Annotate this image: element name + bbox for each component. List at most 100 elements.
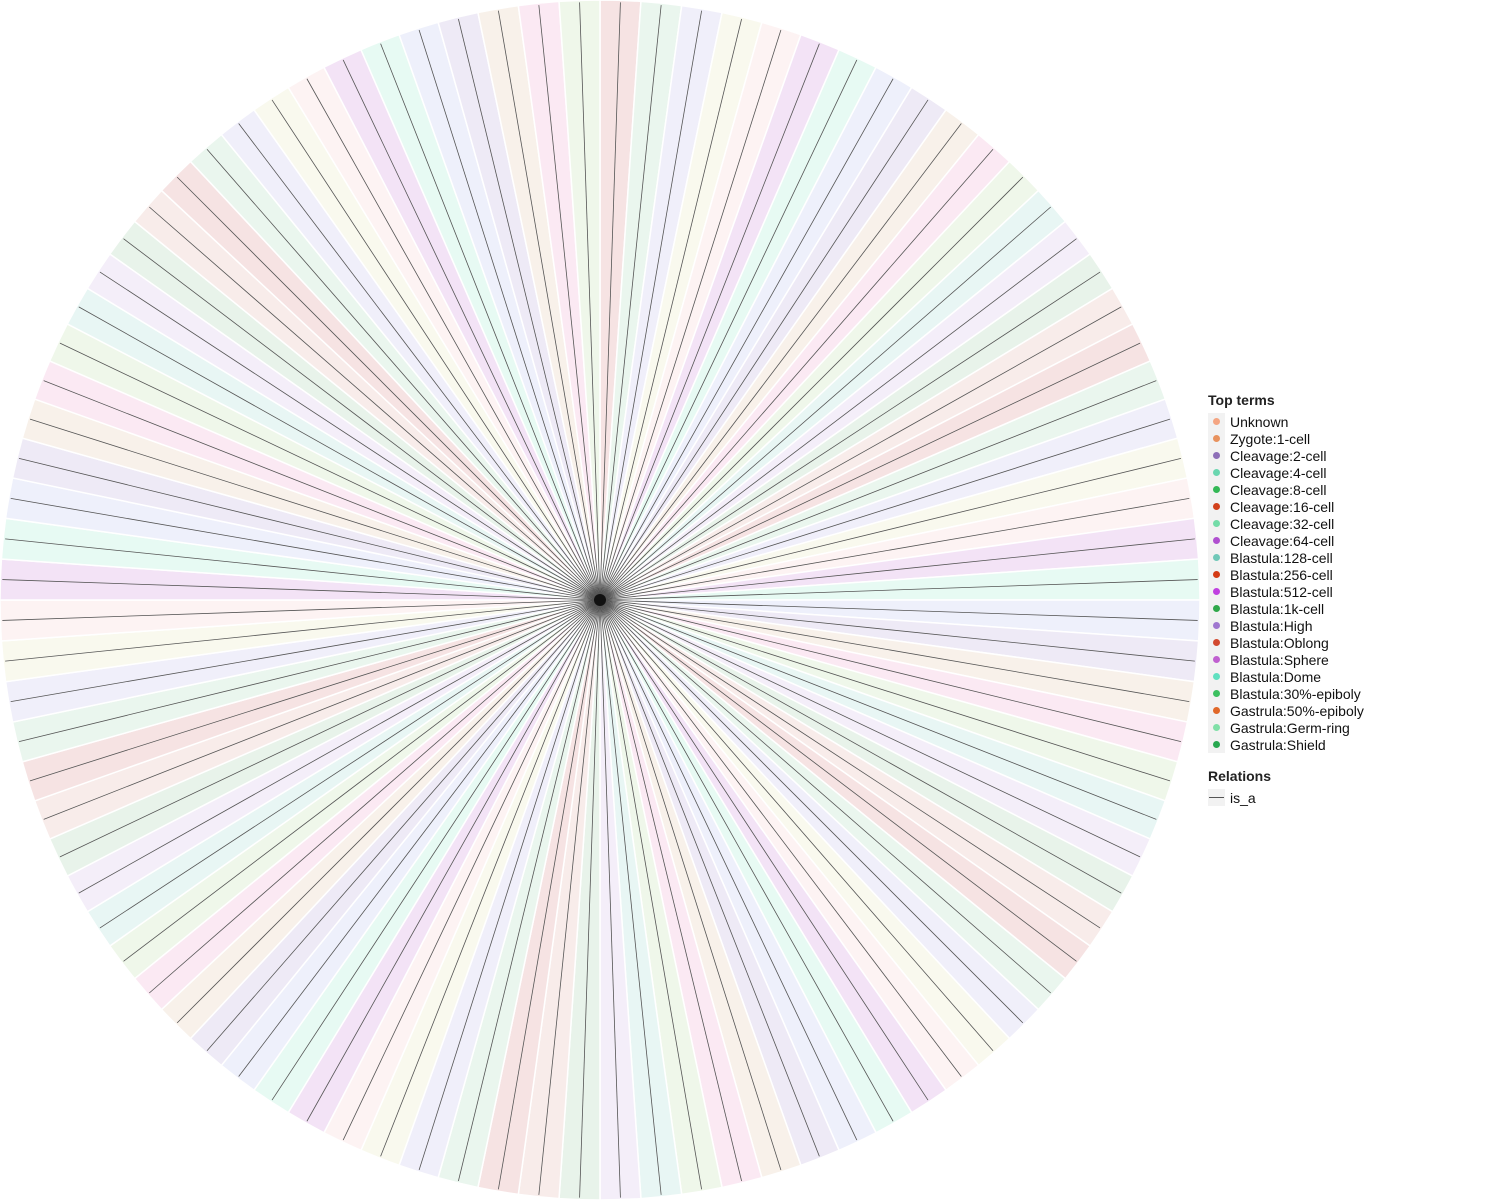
is-a-edge bbox=[599, 123, 962, 601]
is-a-edge bbox=[29, 418, 601, 601]
legend-dot-icon bbox=[1213, 724, 1220, 731]
legend-dot-icon bbox=[1213, 605, 1220, 612]
is-a-edge bbox=[599, 599, 621, 1198]
is-a-edge bbox=[5, 599, 601, 662]
is-a-edge bbox=[538, 599, 601, 1195]
is-a-edge bbox=[10, 497, 601, 601]
is-a-edge bbox=[599, 458, 1182, 601]
is-a-edge bbox=[206, 599, 601, 1051]
is-a-edge bbox=[5, 538, 601, 601]
is-a-edge bbox=[599, 306, 1122, 601]
is-a-edge bbox=[579, 599, 601, 1198]
is-a-edge bbox=[342, 599, 601, 1141]
legend-item: Blastula:30%-epiboly bbox=[1208, 685, 1488, 702]
legend-item: Cleavage:32-cell bbox=[1208, 515, 1488, 532]
legend-key bbox=[1208, 583, 1225, 600]
legend-label: Cleavage:4-cell bbox=[1230, 464, 1327, 481]
is-a-edge bbox=[599, 599, 1190, 703]
legend-label: Blastula:1k-cell bbox=[1230, 600, 1325, 617]
legend-label: Blastula:128-cell bbox=[1230, 549, 1333, 566]
is-a-edge bbox=[599, 238, 1077, 601]
is-a-edge bbox=[599, 599, 1198, 621]
is-a-edge bbox=[538, 5, 601, 601]
is-a-edge bbox=[599, 380, 1157, 601]
legend-dot-icon bbox=[1213, 554, 1220, 561]
is-a-edge bbox=[599, 599, 858, 1141]
legend-item: Cleavage:4-cell bbox=[1208, 464, 1488, 481]
legend-dot-icon bbox=[1213, 452, 1220, 459]
legend-label: Blastula:256-cell bbox=[1230, 566, 1333, 583]
is-a-edge bbox=[43, 599, 601, 820]
legend-item: Gastrula:Germ-ring bbox=[1208, 719, 1488, 736]
is-a-edge bbox=[599, 59, 858, 601]
legend-label: Cleavage:16-cell bbox=[1230, 498, 1335, 515]
legend-dot-icon bbox=[1213, 503, 1220, 510]
is-a-edge bbox=[599, 43, 820, 601]
is-a-edge bbox=[306, 599, 601, 1122]
legend-item: Unknown bbox=[1208, 413, 1488, 430]
is-a-edge bbox=[418, 29, 601, 601]
is-a-edge bbox=[599, 599, 1182, 742]
is-a-edge bbox=[599, 599, 820, 1157]
is-a-edge bbox=[599, 599, 742, 1182]
legend-label: Cleavage:64-cell bbox=[1230, 532, 1335, 549]
legend-item: Gastrula:50%-epiboly bbox=[1208, 702, 1488, 719]
legend-dot-icon bbox=[1213, 486, 1220, 493]
is-a-edge bbox=[599, 599, 1024, 1024]
is-a-edge bbox=[599, 5, 662, 601]
legend-dot-icon bbox=[1213, 588, 1220, 595]
is-a-edge bbox=[599, 599, 1141, 858]
legend-dot-icon bbox=[1213, 639, 1220, 646]
legend-item: Cleavage:64-cell bbox=[1208, 532, 1488, 549]
legend-label: Blastula:Dome bbox=[1230, 668, 1322, 685]
legend-label: Gastrula:50%-epiboly bbox=[1230, 702, 1364, 719]
is-a-edge bbox=[18, 458, 601, 601]
legend-label: Cleavage:2-cell bbox=[1230, 447, 1327, 464]
is-a-edge bbox=[599, 599, 1122, 894]
is-a-edge bbox=[149, 599, 601, 994]
is-a-edge bbox=[2, 599, 601, 621]
legend-key bbox=[1208, 549, 1225, 566]
legend-item: Cleavage:8-cell bbox=[1208, 481, 1488, 498]
is-a-edge bbox=[599, 206, 1051, 601]
relation-edges bbox=[2, 2, 1198, 1198]
is-a-edge bbox=[599, 78, 894, 601]
legend-label: Blastula:High bbox=[1230, 617, 1313, 634]
is-a-edge bbox=[497, 599, 601, 1190]
is-a-edge bbox=[458, 18, 601, 601]
legend-dot-icon bbox=[1213, 418, 1220, 425]
legend-key bbox=[1208, 736, 1225, 753]
legend-dot-icon bbox=[1213, 469, 1220, 476]
legend-key bbox=[1208, 498, 1225, 515]
is-a-edge bbox=[599, 599, 929, 1101]
legend-label: Blastula:Oblong bbox=[1230, 634, 1329, 651]
is-a-edge bbox=[599, 599, 994, 1051]
legend-label: Cleavage:32-cell bbox=[1230, 515, 1335, 532]
is-a-edge bbox=[18, 599, 601, 742]
is-a-edge bbox=[99, 599, 601, 929]
is-a-edge bbox=[271, 99, 601, 601]
is-a-edge bbox=[599, 497, 1190, 601]
legend-key bbox=[1208, 685, 1225, 702]
legend-dot-icon bbox=[1213, 673, 1220, 680]
is-a-edge bbox=[238, 123, 601, 601]
is-a-edge bbox=[380, 43, 601, 601]
root-node bbox=[594, 594, 606, 606]
is-a-edge bbox=[599, 18, 742, 601]
legend-dot-icon bbox=[1213, 435, 1220, 442]
legend-item: Blastula:128-cell bbox=[1208, 549, 1488, 566]
is-a-edge bbox=[599, 149, 994, 601]
is-a-edge bbox=[599, 418, 1171, 601]
relation-line-icon bbox=[1209, 797, 1224, 798]
legend-label: Gastrula:Germ-ring bbox=[1230, 719, 1350, 736]
is-a-edge bbox=[59, 599, 601, 858]
legend-key bbox=[1208, 634, 1225, 651]
legend-item: Blastula:High bbox=[1208, 617, 1488, 634]
legend-key bbox=[1208, 566, 1225, 583]
relations-list: is_a bbox=[1208, 789, 1488, 806]
is-a-edge bbox=[599, 599, 662, 1195]
is-a-edge bbox=[599, 599, 1077, 962]
